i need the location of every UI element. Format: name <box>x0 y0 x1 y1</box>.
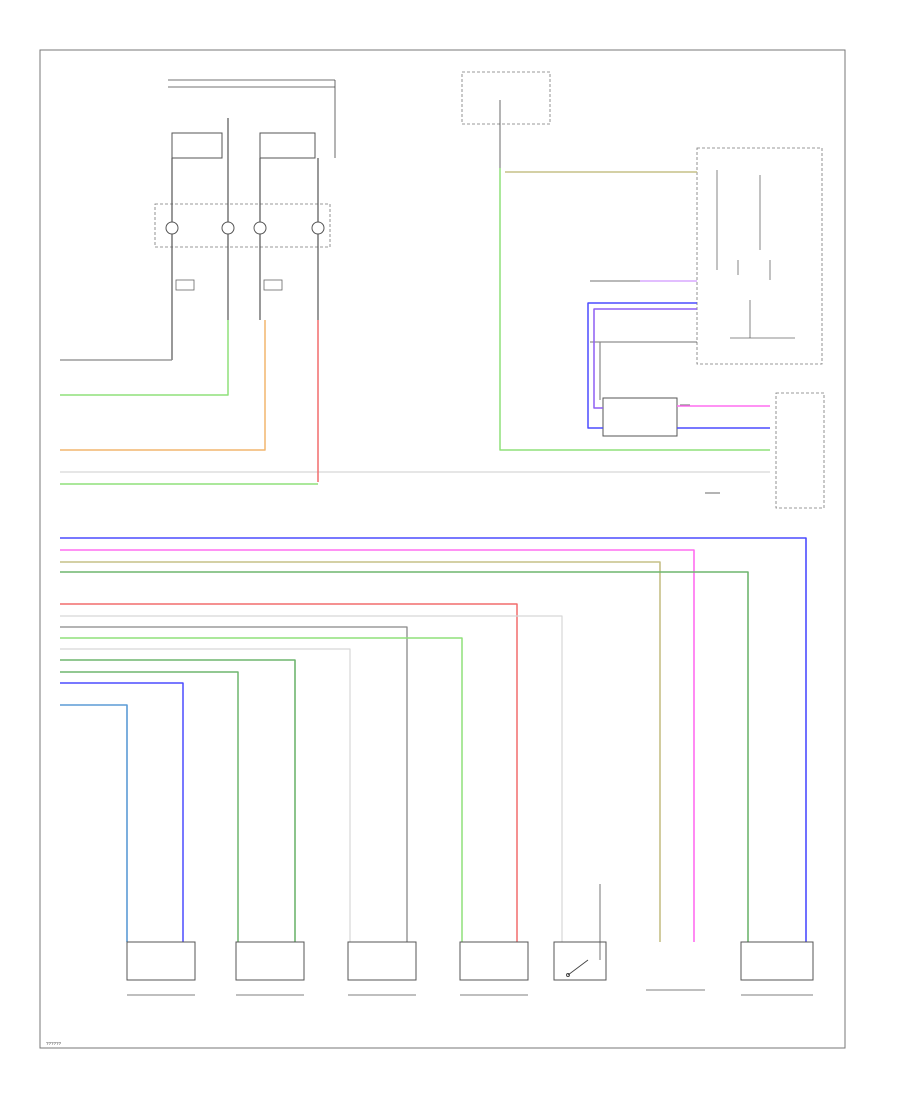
wire-26 <box>60 682 184 942</box>
wire-27 <box>60 704 128 942</box>
wire-22 <box>60 637 463 942</box>
sensor-box-6 <box>740 941 814 981</box>
wire-15 <box>60 537 807 942</box>
bottom-components <box>126 941 814 996</box>
wire-16 <box>60 549 695 942</box>
wire-19 <box>60 603 518 942</box>
wire-21 <box>60 626 408 942</box>
wire-3 <box>60 320 266 451</box>
airbag-connector-circles <box>165 221 325 235</box>
fuse-and-cluster-section <box>461 71 825 509</box>
wire-18 <box>60 571 749 942</box>
wire-17 <box>60 561 661 942</box>
sensor-box-3 <box>347 941 417 981</box>
wire-7 <box>499 168 770 451</box>
wire-23 <box>60 648 351 942</box>
wire-20 <box>60 615 563 942</box>
wire-24 <box>60 659 296 942</box>
wire-10 <box>587 302 697 429</box>
wire-25 <box>60 671 239 942</box>
sensor-box-1 <box>126 941 196 981</box>
harness-wires <box>60 168 807 960</box>
diagram-border <box>39 49 846 1049</box>
sensor-box-2 <box>235 941 305 981</box>
wire-2 <box>60 320 229 396</box>
switch-box <box>553 941 607 981</box>
page-footer-code: ?????? <box>46 1041 62 1046</box>
wire-11 <box>593 308 697 409</box>
front-airbag-modules <box>154 79 336 360</box>
sensor-box-4 <box>459 941 529 981</box>
